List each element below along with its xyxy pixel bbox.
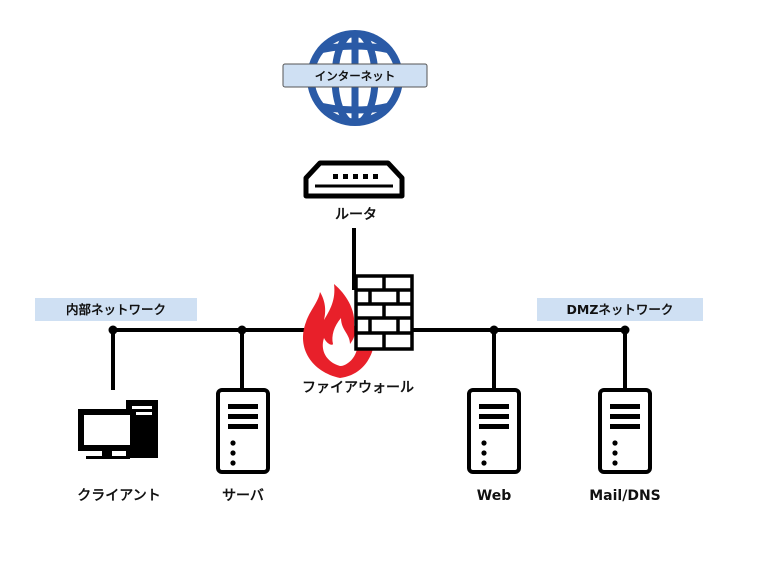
mail-dns-server-icon xyxy=(598,388,652,474)
internet-label-box: インターネット xyxy=(282,63,428,88)
junction-web xyxy=(489,325,499,335)
server-icon xyxy=(216,388,270,474)
junction-mail-dns xyxy=(620,325,630,335)
internet-label: インターネット xyxy=(315,69,396,83)
client-label: クライアント xyxy=(77,488,160,504)
junction-dots xyxy=(108,325,630,335)
internal-network-label-box: 内部ネットワーク xyxy=(35,298,197,321)
server-label: サーバ xyxy=(222,488,264,504)
mail-dns-label: Mail/DNS xyxy=(589,488,661,504)
junction-server xyxy=(237,325,247,335)
web-label: Web xyxy=(477,488,511,504)
firewall-icon xyxy=(303,274,414,378)
router-icon xyxy=(303,160,405,199)
flame-icon xyxy=(303,284,375,378)
firewall-label: ファイアウォール xyxy=(302,380,414,396)
internal-network-label: 内部ネットワーク xyxy=(66,302,166,317)
web-server-icon xyxy=(467,388,521,474)
router-label: ルータ xyxy=(335,207,377,223)
dmz-network-label-box: DMZネットワーク xyxy=(537,298,703,321)
dmz-network-label: DMZネットワーク xyxy=(567,302,674,317)
junction-client xyxy=(108,325,118,335)
brick-wall-icon xyxy=(354,274,414,351)
client-pc-icon xyxy=(78,400,158,459)
